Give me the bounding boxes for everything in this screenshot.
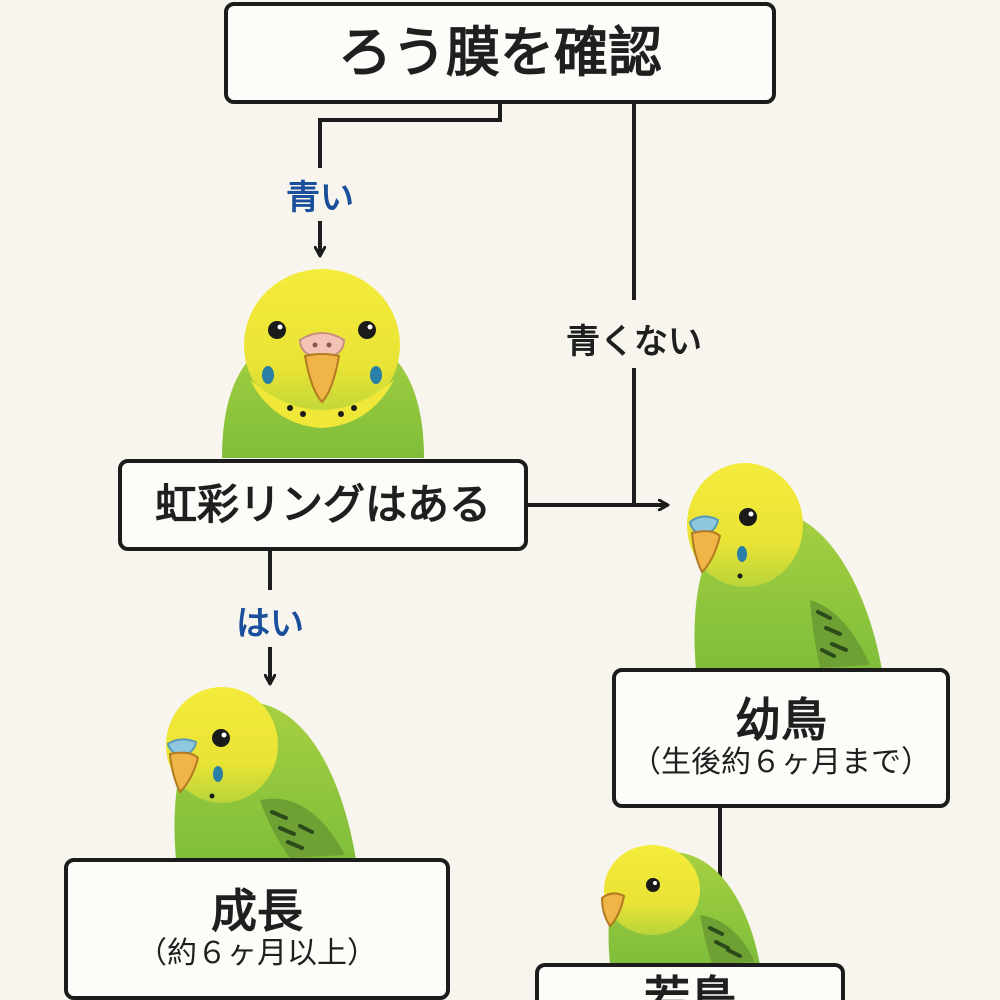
node-juvenile-title: 幼鳥 [735, 692, 827, 747]
budgie-front-illustration [222, 269, 424, 458]
node-root: ろう膜を確認 [224, 2, 776, 104]
node-bottom: 若鳥 [535, 963, 845, 1000]
node-root-title: ろう膜を確認 [338, 21, 662, 85]
node-adult: 成長 （約６ヶ月以上） [64, 858, 450, 1000]
node-iris-ring: 虹彩リングはある [118, 459, 528, 551]
node-juvenile: 幼鳥 （生後約６ヶ月まで） [612, 668, 950, 808]
node-juvenile-subtitle: （生後約６ヶ月まで） [631, 745, 931, 781]
node-adult-title: 成長 [211, 883, 303, 938]
node-iris-title: 虹彩リングはある [154, 479, 491, 529]
edge-label-not-blue: 青くない [562, 312, 706, 365]
edge-label-blue: 青い [282, 168, 358, 221]
node-bottom-title: 若鳥 [644, 971, 736, 1000]
node-adult-subtitle: （約６ヶ月以上） [137, 936, 377, 972]
budgie-bottom-illustration [600, 845, 760, 965]
budgie-juvenile-illustration [687, 463, 882, 670]
edge-label-yes: はい [232, 594, 308, 647]
budgie-adult-illustration [166, 687, 356, 860]
edge-root-to-iris [320, 104, 502, 256]
